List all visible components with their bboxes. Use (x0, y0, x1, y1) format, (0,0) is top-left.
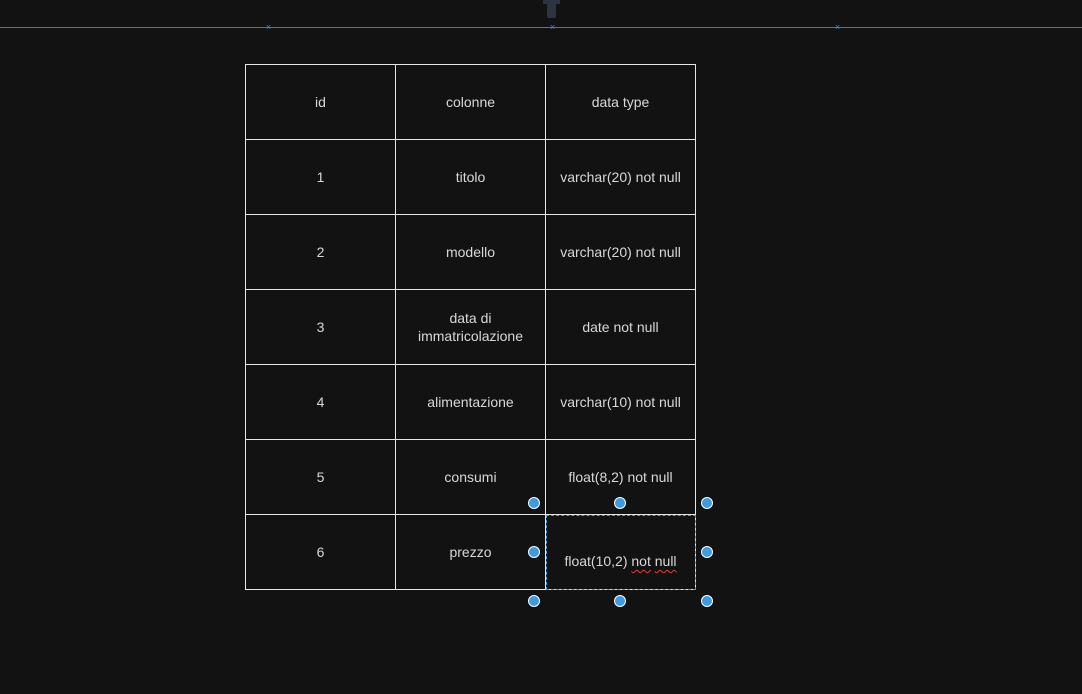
spellcheck-word: not (631, 553, 651, 569)
resize-handle-top-right[interactable] (701, 497, 713, 509)
table-cell-data-type[interactable]: varchar(20) not null (545, 139, 696, 215)
table-shape[interactable]: id colonne data type 1 titolo varchar(20… (245, 64, 696, 590)
table-cell-colonne[interactable]: data di immatricolazione (395, 289, 546, 365)
table-cell-data-type[interactable]: date not null (545, 289, 696, 365)
spellcheck-word: null (654, 553, 677, 569)
table-cell-data-type[interactable]: varchar(10) not null (545, 364, 696, 440)
guide-marker-icon[interactable]: × (834, 22, 841, 32)
table-cell-id[interactable]: 6 (245, 514, 396, 590)
header-cell-colonne[interactable]: colonne (395, 64, 546, 140)
header-cell-data-type[interactable]: data type (545, 64, 696, 140)
table-cell-id[interactable]: 2 (245, 214, 396, 290)
header-cell-id[interactable]: id (245, 64, 396, 140)
guide-marker-icon[interactable]: × (549, 22, 556, 32)
cell-text-prefix: float(10,2) (564, 553, 632, 569)
page-guide-line (0, 27, 1082, 28)
ruler-handle[interactable] (547, 0, 556, 18)
table-cell-id[interactable]: 1 (245, 139, 396, 215)
table-cell-colonne[interactable]: titolo (395, 139, 546, 215)
resize-handle-bottom-right[interactable] (701, 595, 713, 607)
resize-handle-left[interactable] (528, 546, 540, 558)
resize-handle-top[interactable] (614, 497, 626, 509)
table-cell-id[interactable]: 3 (245, 289, 396, 365)
table-cell-id[interactable]: 5 (245, 439, 396, 515)
table-cell-colonne[interactable]: alimentazione (395, 364, 546, 440)
resize-handle-bottom[interactable] (614, 595, 626, 607)
resize-handle-bottom-left[interactable] (528, 595, 540, 607)
table-cell-id[interactable]: 4 (245, 364, 396, 440)
guide-marker-icon[interactable]: × (265, 22, 272, 32)
resize-handle-top-left[interactable] (528, 497, 540, 509)
table-cell-colonne[interactable]: modello (395, 214, 546, 290)
table-cell-colonne[interactable]: prezzo (395, 514, 546, 590)
selected-table-cell[interactable]: float(10,2) not null (545, 514, 696, 590)
table-cell-colonne[interactable]: consumi (395, 439, 546, 515)
resize-handle-right[interactable] (701, 546, 713, 558)
cell-text: float(10,2) not null (564, 534, 676, 570)
table-cell-data-type[interactable]: varchar(20) not null (545, 214, 696, 290)
